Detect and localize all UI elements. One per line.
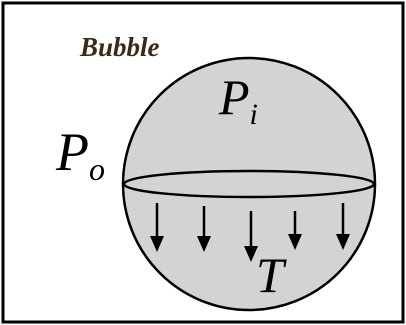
inside-pressure-symbol: P <box>218 69 250 125</box>
inside-pressure-subscript: i <box>250 98 258 131</box>
tension-label: T <box>256 247 287 303</box>
outside-pressure-subscript: o <box>89 151 105 187</box>
bubble-label: Bubble <box>79 32 160 62</box>
outside-pressure-symbol: P <box>55 122 89 182</box>
